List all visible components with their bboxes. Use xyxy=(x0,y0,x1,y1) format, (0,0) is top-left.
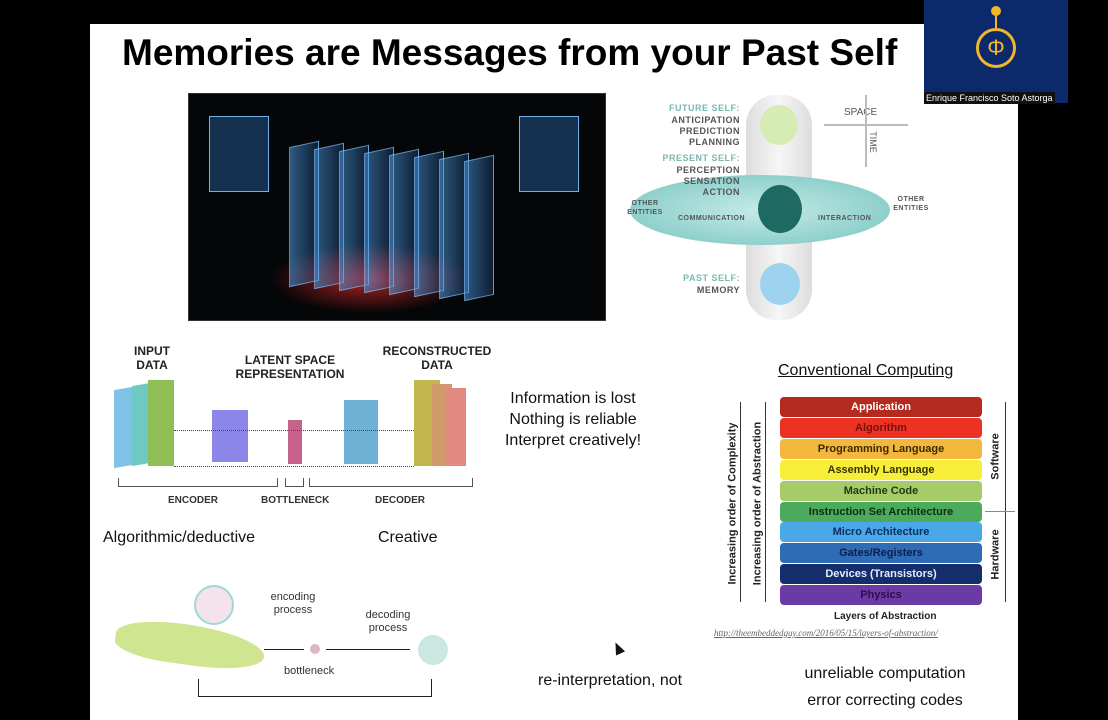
hardware-label: Hardware xyxy=(989,524,1003,585)
other-entities-right: OTHER ENTITIES xyxy=(893,196,929,212)
reinterpretation-text: re-interpretation, not xyxy=(538,672,683,689)
software-label: Software xyxy=(989,426,1003,487)
phi-logo-icon: Φ xyxy=(976,28,1016,68)
future-item: ANTICIPATION xyxy=(671,115,740,125)
present-item: PERCEPTION xyxy=(676,165,740,175)
unreliable-line: error correcting codes xyxy=(807,692,963,709)
layer-instruction-set-architecture: Instruction Set Architecture xyxy=(780,501,982,522)
present-self-title: PRESENT SELF: xyxy=(662,153,740,163)
reconstructed-data-label: RECONSTRUCTED DATA xyxy=(382,344,492,372)
participant-name: Enrique Francisco Soto Astorga xyxy=(924,92,1055,104)
latent-space-label: LATENT SPACE REPRESENTATION xyxy=(235,353,345,381)
creative-label: Creative xyxy=(378,529,438,546)
info-line: Nothing is reliable xyxy=(509,411,637,428)
interaction-label: INTERACTION xyxy=(818,215,872,222)
layer-assembly-language: Assembly Language xyxy=(780,459,982,480)
input-data-label: INPUT DATA xyxy=(134,344,170,372)
info-line: Interpret creatively! xyxy=(504,432,642,449)
encoding-label: encoding process xyxy=(270,591,316,616)
layer-application: Application xyxy=(780,397,982,417)
abstraction-axis-label: Increasing order of Abstraction xyxy=(751,421,764,586)
slide-title: Memories are Messages from your Past Sel… xyxy=(122,32,898,73)
future-item: PLANNING xyxy=(689,137,740,147)
layers-caption: Layers of Abstraction xyxy=(834,611,937,622)
salamander-bottleneck-label: bottleneck xyxy=(284,665,335,677)
other-entities-left: OTHER ENTITIES xyxy=(627,200,663,216)
decoder-label: DECODER xyxy=(375,495,426,506)
space-label: SPACE xyxy=(844,107,878,118)
past-item: MEMORY xyxy=(696,285,740,295)
layer-gates-registers: Gates/Registers xyxy=(780,543,982,564)
elder-thumbnail xyxy=(519,116,579,192)
time-label: TIME xyxy=(867,131,878,153)
cells-circle xyxy=(194,585,234,625)
salamander-diagram: encoding process decoding process bottle… xyxy=(110,585,470,700)
present-item: SENSATION xyxy=(683,176,740,186)
brain-thumbnail xyxy=(209,116,269,192)
past-self-title: PAST SELF: xyxy=(683,273,740,283)
info-line: Information is lost xyxy=(510,390,636,407)
layer-physics: Physics xyxy=(780,585,982,606)
self-diagram: FUTURE SELF: ANTICIPATION PREDICTION PLA… xyxy=(620,95,940,320)
bottleneck-label: BOTTLENECK xyxy=(261,495,330,506)
present-item: ACTION xyxy=(702,187,740,197)
algorithmic-label: Algorithmic/deductive xyxy=(103,529,256,546)
layer-devices-transistors: Devices (Transistors) xyxy=(780,564,982,585)
unreliable-line: unreliable computation xyxy=(804,665,966,682)
salamander-image xyxy=(112,614,268,676)
memory-video-image xyxy=(188,93,606,321)
communication-label: COMMUNICATION xyxy=(678,215,746,222)
layer-micro-architecture: Micro Architecture xyxy=(780,522,982,543)
participant-video[interactable]: Φ xyxy=(924,0,1068,103)
info-text: Information is lost Nothing is reliable … xyxy=(496,388,650,451)
encoder-label: ENCODER xyxy=(168,495,219,506)
layer-algorithm: Algorithm xyxy=(780,417,982,438)
future-item: PREDICTION xyxy=(679,126,740,136)
decoding-label: decoding process xyxy=(365,609,411,634)
source-link[interactable]: http://theembeddedguy.com/2016/05/15/lay… xyxy=(714,628,938,638)
autoencoder-diagram xyxy=(112,380,472,470)
complexity-axis-label: Increasing order of Complexity xyxy=(726,422,739,585)
future-self-title: FUTURE SELF: xyxy=(669,103,740,113)
unreliable-text: unreliable computation error correcting … xyxy=(786,660,984,714)
layer-programming-language: Programming Language xyxy=(780,438,982,459)
computing-title: Conventional Computing xyxy=(778,362,954,379)
layer-machine-code: Machine Code xyxy=(780,480,982,501)
